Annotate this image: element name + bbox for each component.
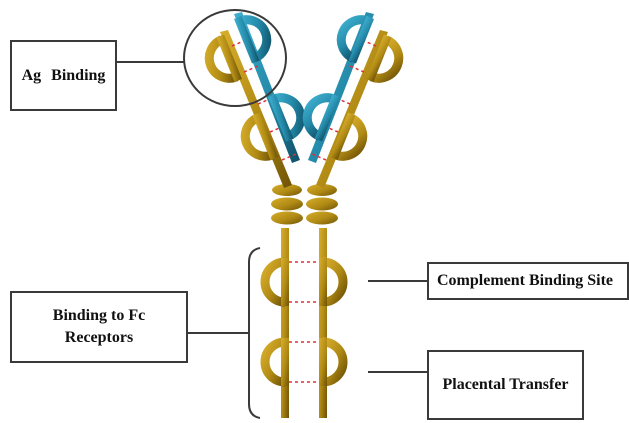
fc-region-bracket	[249, 248, 260, 418]
complement-label-box: Complement Binding Site	[427, 262, 629, 300]
placental-label: Placental Transfer	[442, 374, 568, 396]
placental-label-box: Placental Transfer	[427, 350, 584, 420]
ch3-domain-right	[319, 338, 343, 386]
ch2-domain-left	[265, 258, 289, 306]
ch3-domain-left	[265, 338, 289, 386]
fab-arm-left	[202, 10, 309, 188]
ch2-domain-right	[319, 258, 343, 306]
vl-domain-left	[234, 10, 274, 63]
hinge-region	[271, 184, 338, 225]
fc-receptors-label-line2: Receptors	[53, 327, 145, 349]
heavy-chain-stem-left	[281, 228, 289, 418]
ag-binding-label: Ag Binding	[22, 65, 106, 87]
fc-receptors-label-box: Binding to Fc Receptors	[10, 291, 188, 363]
fc-region	[265, 228, 343, 418]
ag-binding-label-box: Ag Binding	[10, 40, 117, 111]
fc-receptors-label-line1: Binding to Fc	[53, 305, 145, 327]
complement-label: Complement Binding Site	[437, 270, 613, 292]
fab-arm-right	[300, 10, 407, 188]
fc-disulfide-bonds	[289, 262, 319, 382]
heavy-chain-stem-right	[319, 228, 327, 418]
vl-domain-right	[334, 10, 374, 63]
